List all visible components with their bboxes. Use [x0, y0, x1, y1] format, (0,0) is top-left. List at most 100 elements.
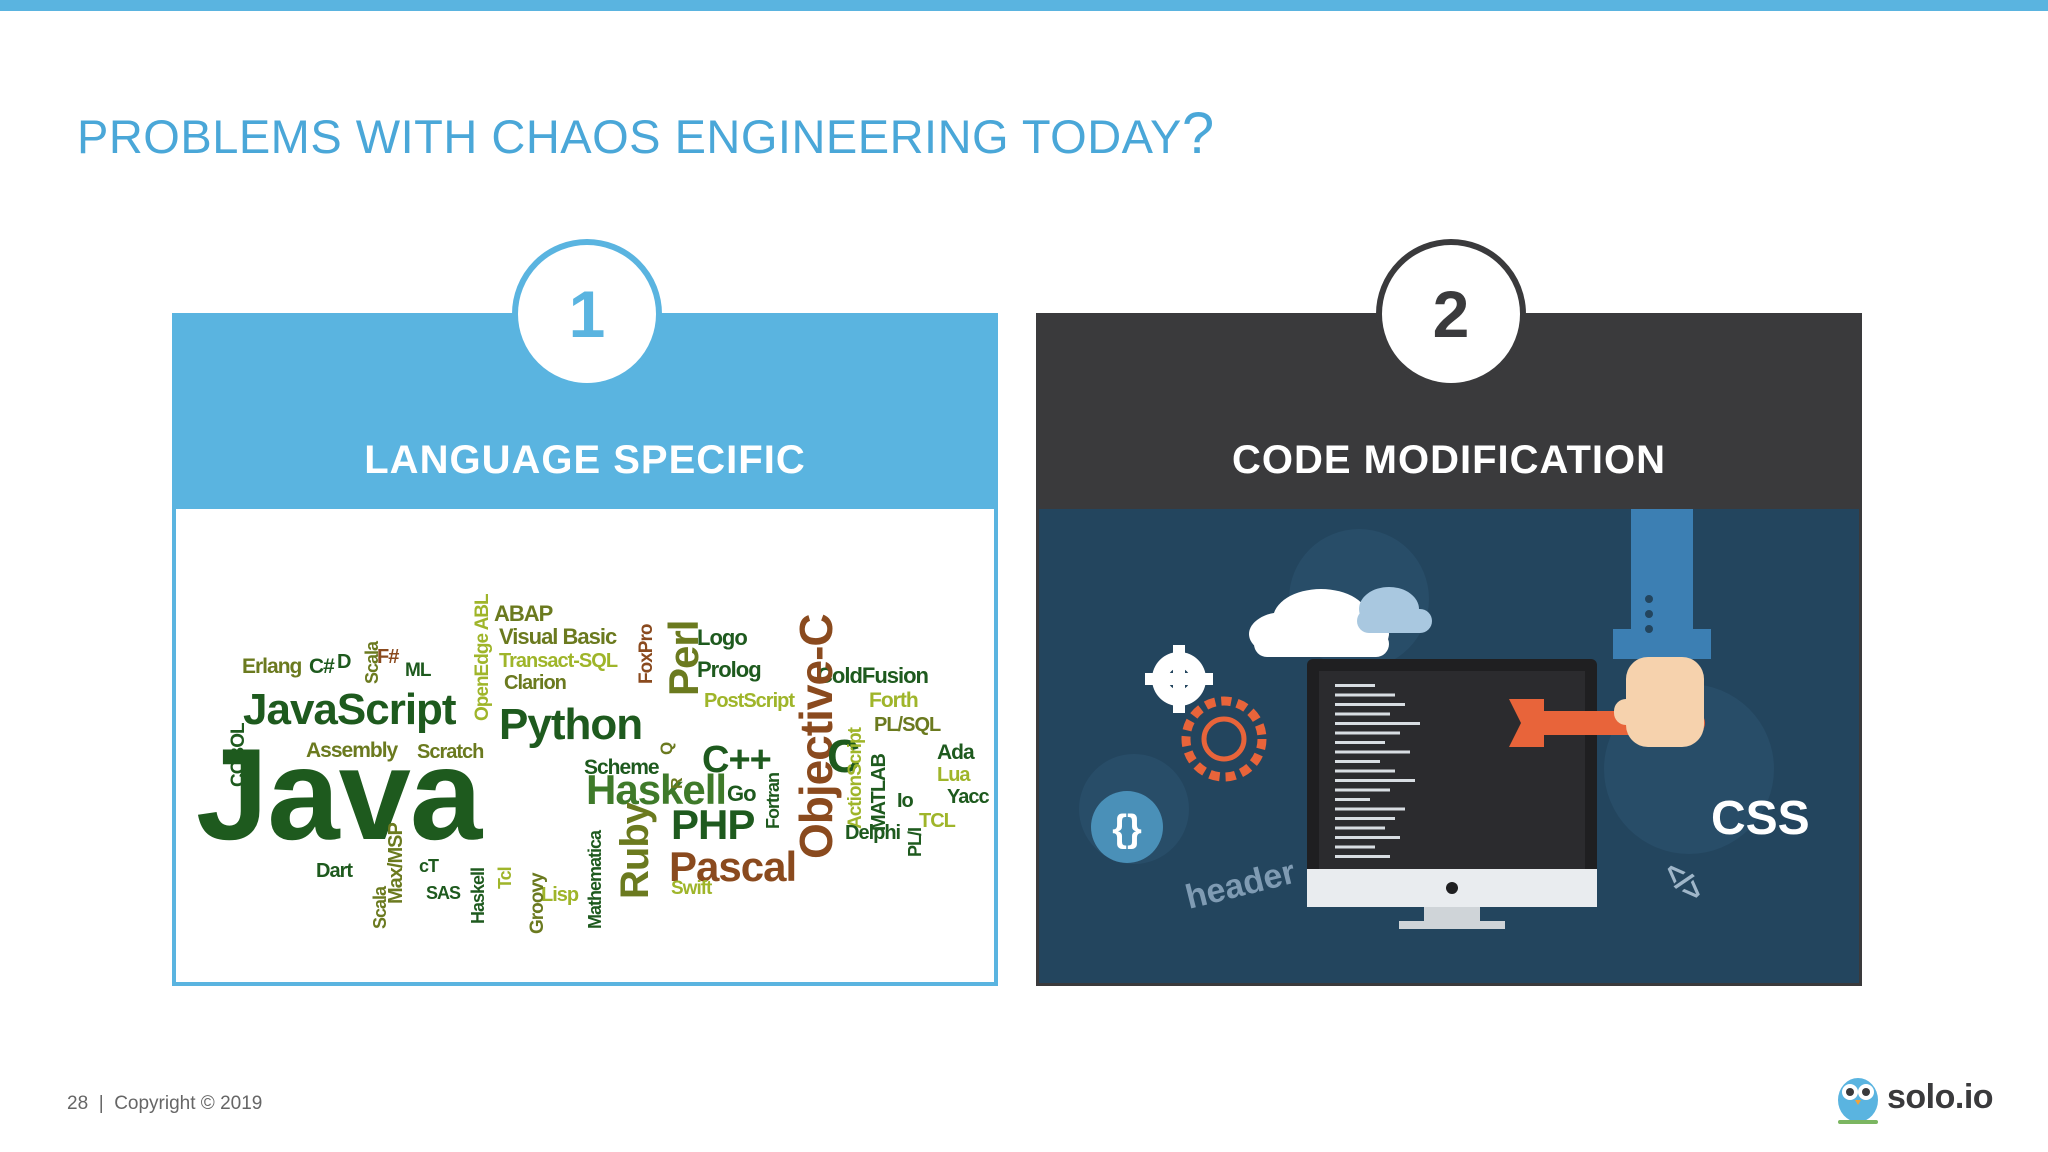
code-lines: [1335, 684, 1420, 858]
braces-icon: [1091, 791, 1163, 863]
word-cloud-word: Scala: [370, 885, 390, 929]
word-cloud-word: Mathematica: [585, 829, 605, 929]
word-cloud-word: ML: [405, 660, 432, 681]
code-line: [1335, 836, 1400, 839]
page-title-text: PROBLEMS WITH CHAOS ENGINEERING TODAY: [77, 110, 1182, 163]
word-cloud-word: Ada: [937, 741, 975, 764]
word-cloud-word: PostScript: [704, 690, 795, 712]
code-line: [1335, 779, 1415, 782]
copyright: Copyright © 2019: [114, 1093, 263, 1114]
logo-text: solo.io: [1887, 1078, 1994, 1116]
word-cloud-word: JavaScript: [243, 685, 457, 734]
word-cloud-word: Dart: [316, 860, 353, 882]
word-cloud-word: SAS: [426, 883, 461, 903]
word-cloud-word: C: [827, 730, 859, 782]
word-cloud-word: Delphi: [845, 822, 901, 844]
braces-symbol: {}: [1112, 808, 1142, 850]
number-badge: 2: [1376, 239, 1526, 389]
word-cloud-word: Lisp: [541, 884, 579, 906]
code-illustration-graphic: {} header: [1079, 509, 1810, 929]
word-cloud-word: PL/SQL: [874, 714, 941, 736]
word-cloud-word: Java: [196, 721, 484, 867]
word-cloud-word: Perl: [660, 621, 707, 696]
code-line: [1335, 807, 1405, 811]
word-cloud-word: Scala: [362, 640, 382, 684]
code-line: [1335, 722, 1420, 725]
word-cloud-word: COBOL: [228, 722, 249, 787]
page-title: PROBLEMS WITH CHAOS ENGINEERING TODAY?: [77, 100, 1215, 167]
code-line: [1335, 703, 1405, 706]
word-cloud-word: Erlang: [242, 655, 302, 678]
word-cloud-word: Go: [727, 781, 756, 806]
word-cloud-word: C#: [309, 655, 335, 678]
word-cloud-word: Max/MSP: [385, 823, 407, 904]
word-cloud-word: MATLAB: [868, 754, 890, 831]
word-cloud-word: cT: [419, 856, 439, 876]
number-badge: 1: [512, 239, 662, 389]
word-cloud-word: Q: [657, 742, 676, 755]
word-cloud-word: Transact-SQL: [499, 650, 618, 672]
word-cloud-word: PHP: [671, 801, 754, 848]
cloud-icon: [1357, 587, 1432, 633]
word-cloud-word: F#: [377, 646, 399, 668]
word-cloud-word: OpenEdge ABL: [472, 593, 493, 721]
gear-icon: [1181, 696, 1267, 782]
word-cloud-word: Pascal: [669, 843, 796, 890]
word-cloud-word: TCL: [919, 810, 956, 832]
word-cloud-word: Haskell: [586, 766, 726, 813]
card-code-modification: 2 CODE MODIFICATION: [1036, 239, 1862, 986]
cloud-icon: [1249, 589, 1389, 657]
code-line: [1335, 731, 1400, 735]
word-cloud-word: R: [669, 777, 686, 789]
word-cloud-word: ActionScript: [845, 726, 866, 829]
page-number: 28: [67, 1093, 89, 1114]
card-label: CODE MODIFICATION: [1231, 438, 1666, 482]
wrench-hand-icon: [1509, 509, 1711, 747]
code-line: [1335, 684, 1375, 687]
code-line: [1335, 798, 1370, 801]
top-accent-bar: [0, 0, 2048, 11]
code-tag-symbol: </>: [1656, 855, 1710, 909]
code-line: [1335, 817, 1395, 820]
css-label: CSS: [1711, 792, 1810, 845]
code-line: [1335, 741, 1385, 744]
word-cloud-word: Scratch: [417, 741, 483, 763]
code-line: [1335, 750, 1410, 754]
word-cloud-word: FoxPro: [636, 624, 657, 684]
word-cloud-word: Scheme: [584, 756, 659, 779]
word-cloud-word: Assembly: [306, 739, 399, 762]
word-cloud-word: Lua: [937, 764, 971, 786]
word-cloud-word: C++: [702, 739, 771, 781]
word-cloud-word: Visual Basic: [499, 624, 617, 649]
word-cloud-word: Swift: [671, 878, 713, 899]
footer: 28 | Copyright © 2019: [67, 1093, 262, 1115]
word-cloud-word: Prolog: [697, 657, 761, 682]
gear-icon: [1145, 645, 1213, 713]
word-cloud-word: Fortran: [763, 773, 783, 829]
footer-separator: |: [98, 1093, 104, 1114]
word-cloud-word: Forth: [869, 689, 918, 712]
code-illustration: {} header: [1036, 509, 1862, 986]
word-cloud-word: Logo: [697, 625, 747, 650]
code-line: [1335, 693, 1395, 697]
word-cloud-word: ABAP: [494, 601, 553, 626]
word-cloud-word: Groovy: [527, 872, 548, 934]
card-label: LANGUAGE SPECIFIC: [364, 438, 806, 482]
code-line: [1335, 855, 1390, 858]
word-cloud-word: Io: [897, 790, 914, 812]
code-line: [1335, 845, 1375, 849]
header-tag: header: [1182, 853, 1299, 917]
code-line: [1335, 760, 1380, 763]
word-cloud-word: ColdFusion: [817, 663, 929, 688]
owl-icon: [1838, 1078, 1878, 1124]
word-cloud-word: Clarion: [504, 672, 566, 694]
page-title-mark: ?: [1181, 101, 1215, 166]
card-header: 1 LANGUAGE SPECIFIC: [172, 239, 998, 509]
code-line: [1335, 769, 1395, 773]
word-cloud-word: D: [337, 651, 351, 673]
word-cloud-word: Haskell: [468, 868, 488, 924]
word-cloud-word: Yacc: [947, 786, 989, 808]
